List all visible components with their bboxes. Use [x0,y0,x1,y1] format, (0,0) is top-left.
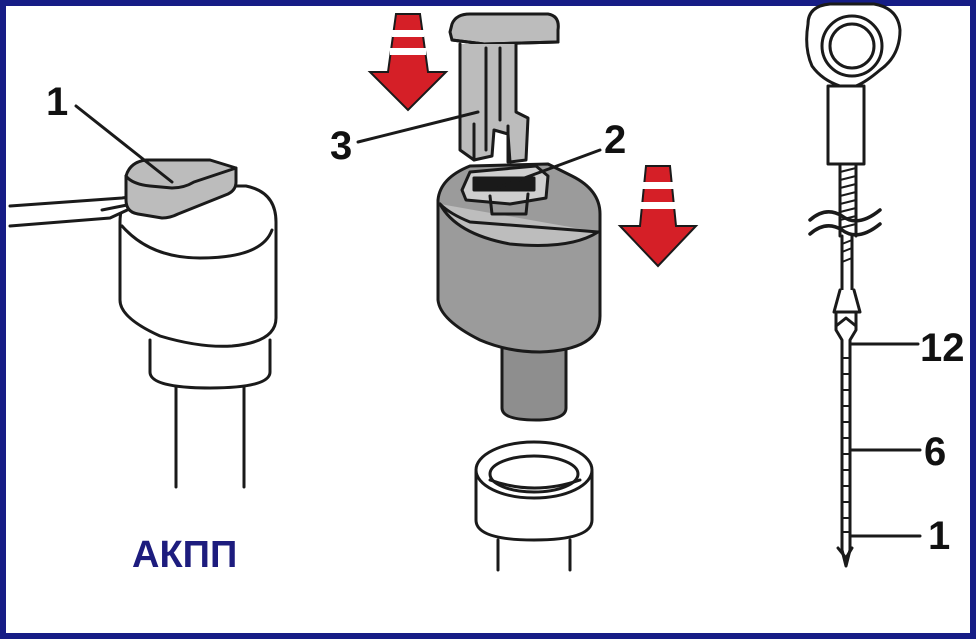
dipstick [805,2,922,568]
middle-assembly [436,12,602,572]
down-arrow-icon [367,13,449,112]
dipstick-mark-min: 1 [928,514,951,558]
callout-2-leader [490,148,602,192]
callout-3-leader [356,110,480,144]
dipstick-mark-max: 12 [920,326,965,370]
callout-1-leader [74,104,174,184]
down-arrow-icon [617,165,699,268]
callout-3: 3 [330,124,353,168]
callout-2: 2 [604,118,627,162]
plug-part [448,12,560,164]
callout-1: 1 [46,80,69,124]
dipstick-scale [841,357,851,533]
left-filler-assembly [8,158,278,489]
dipstick-mark-mid: 6 [924,430,947,474]
cap-part [124,158,238,220]
caption: АКПП [132,534,238,576]
